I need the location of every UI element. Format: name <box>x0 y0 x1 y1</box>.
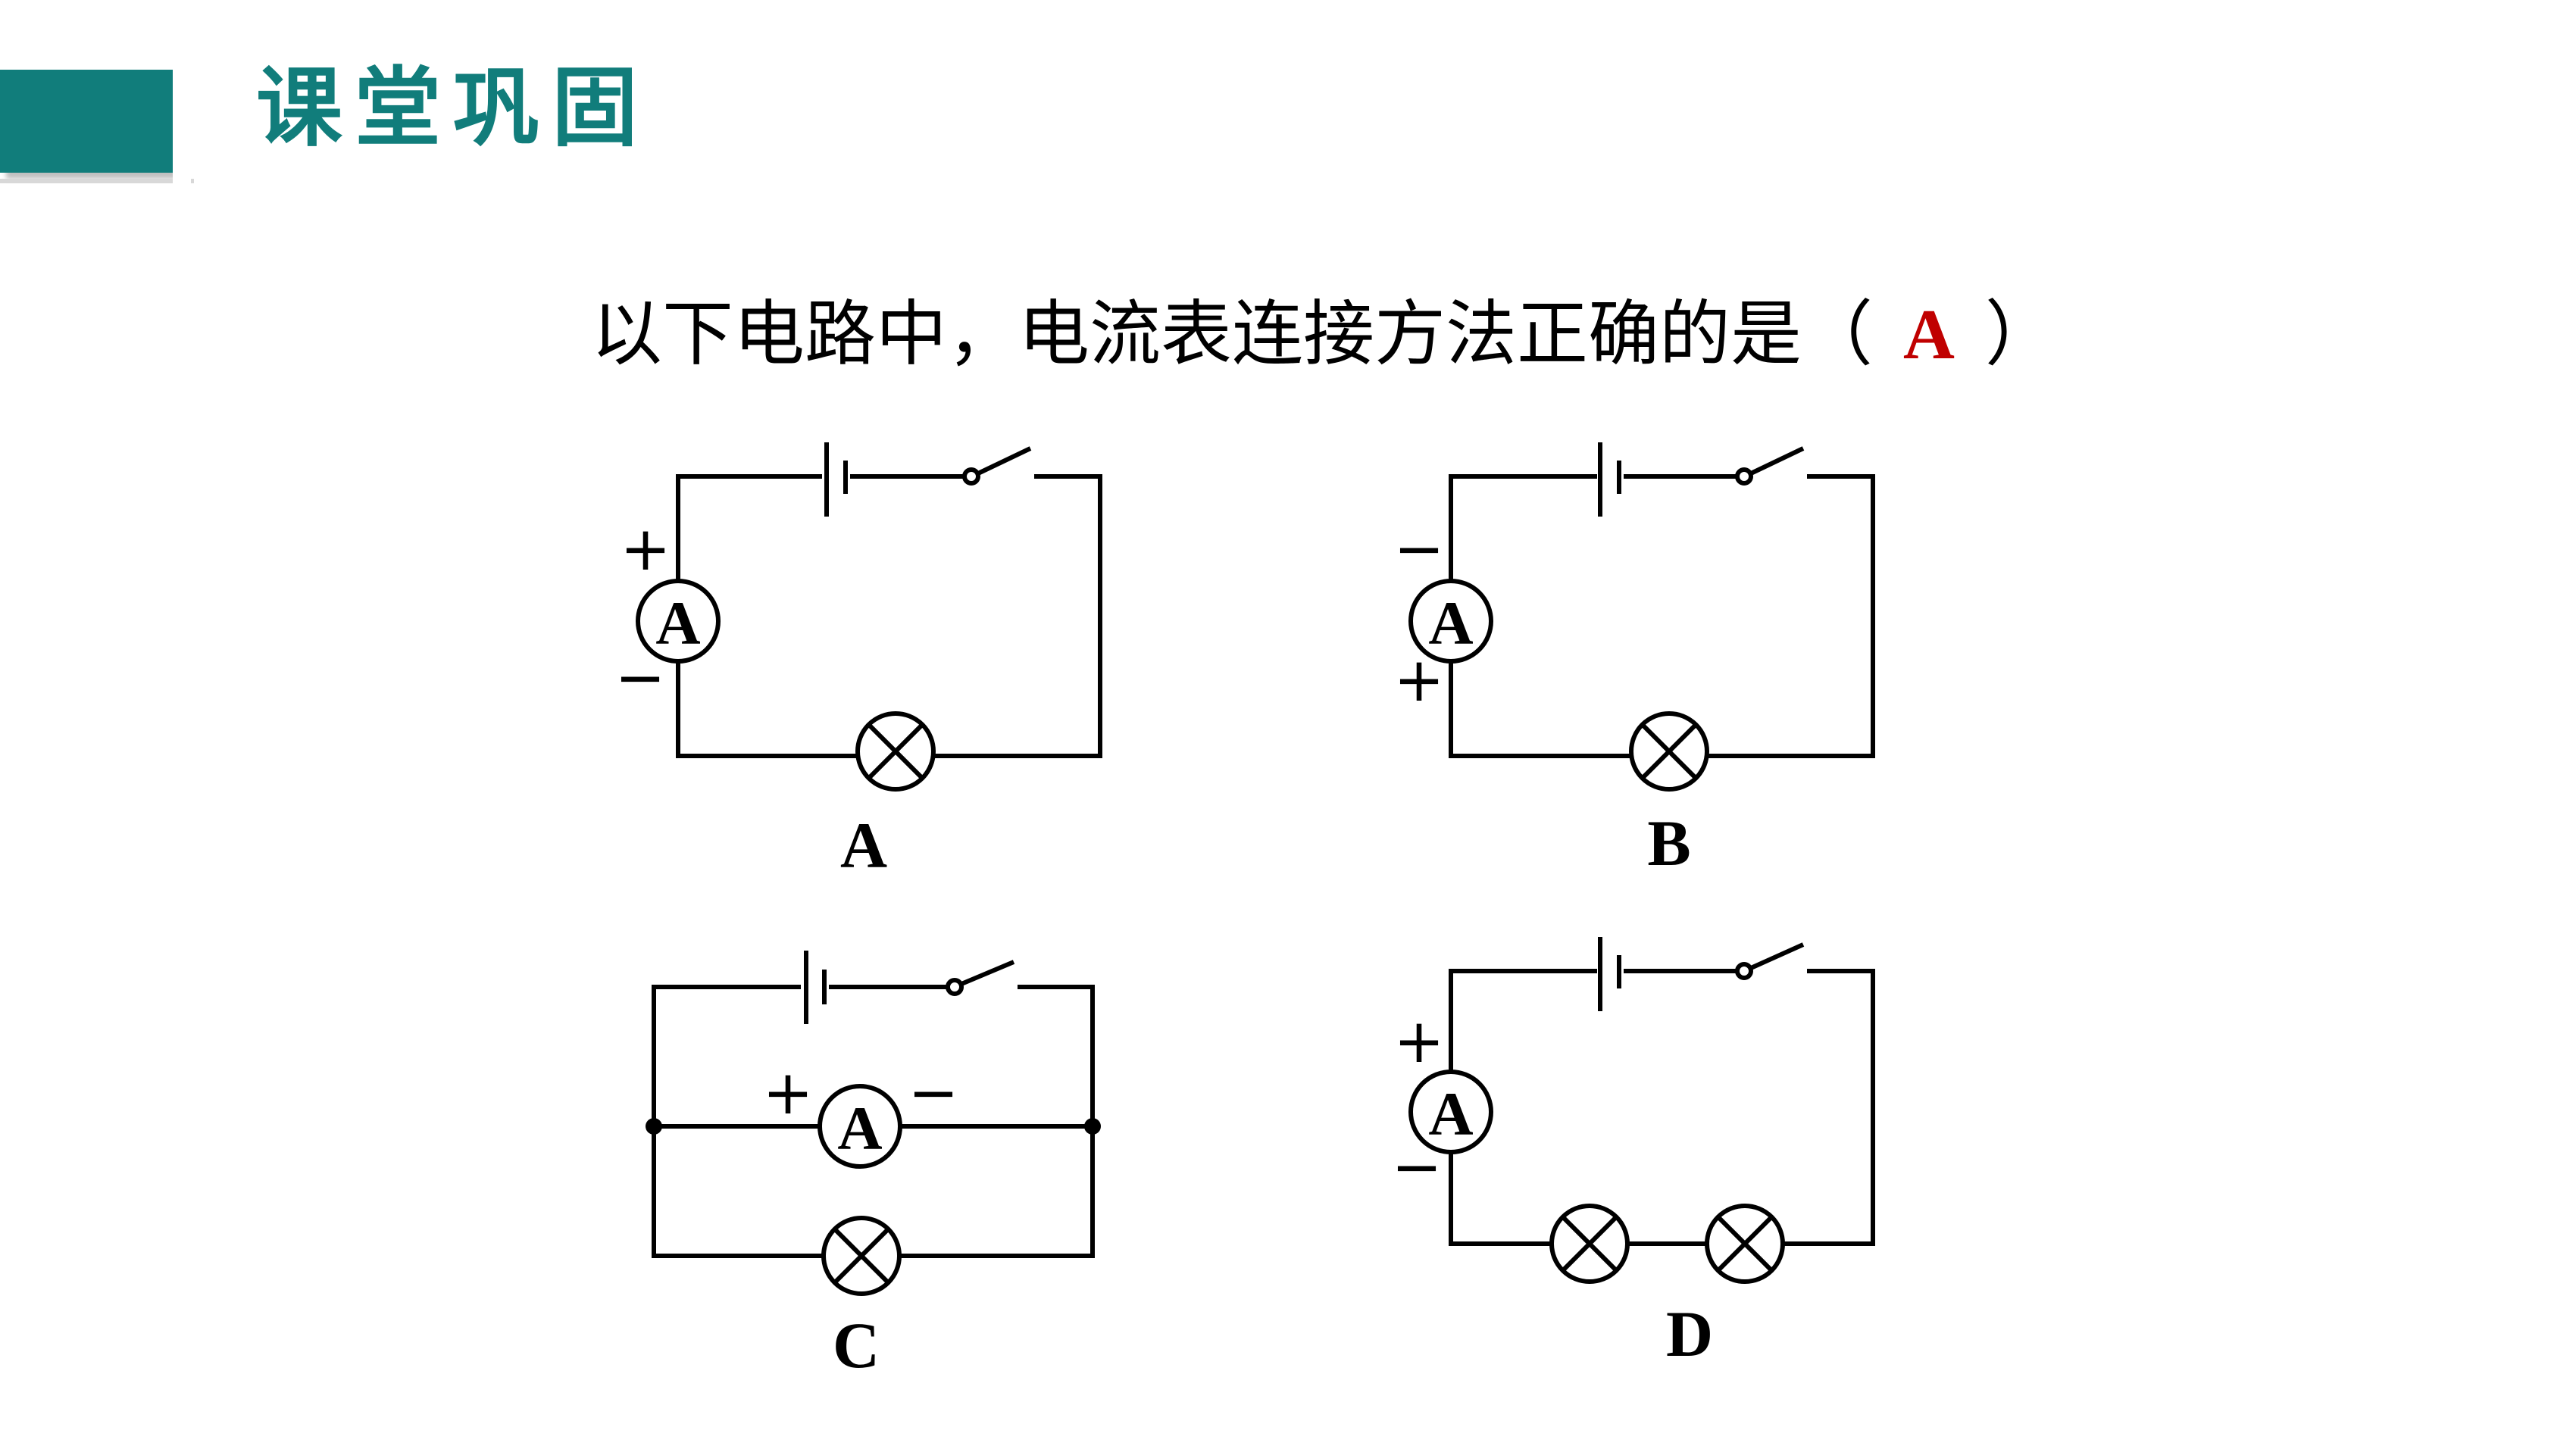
lamp-cross <box>1640 723 1698 780</box>
wire <box>1449 1154 1552 1246</box>
wire <box>1449 969 1597 1070</box>
lamp-cross <box>833 1227 890 1285</box>
switch-pivot <box>962 467 980 486</box>
switch-blade <box>977 446 1032 476</box>
ammeter-letter: A <box>837 1094 882 1163</box>
circuit-c: A + − C <box>646 951 1101 1382</box>
ammeter-letter: A <box>1428 1079 1473 1148</box>
circuit-label: D <box>1666 1298 1713 1370</box>
switch-blade <box>1749 942 1805 970</box>
ammeter-icon <box>818 1084 902 1169</box>
circuit-b: A − + B <box>1393 442 1875 879</box>
switch-pivot <box>1735 962 1753 980</box>
ammeter-icon <box>1408 579 1493 664</box>
header-gap <box>173 70 191 188</box>
question-answer: A <box>1903 295 1955 374</box>
lamp-cross <box>1561 1215 1618 1273</box>
switch-pivot <box>946 978 964 996</box>
lamp-cross <box>1716 1215 1774 1273</box>
ammeter-icon <box>636 579 721 664</box>
minus-sign: − <box>908 1057 958 1128</box>
minus-sign: − <box>1391 1132 1442 1202</box>
ammeter-letter: A <box>655 589 700 657</box>
switch-blade <box>1749 446 1805 476</box>
question-suffix: ） <box>1984 293 2056 376</box>
plus-sign: + <box>620 514 671 584</box>
circuit-label: A <box>840 809 887 882</box>
plus-sign: + <box>1393 645 1444 715</box>
ammeter-letter: A <box>1428 589 1473 657</box>
plus-sign: + <box>1393 1006 1444 1076</box>
switch-pivot <box>1735 467 1753 486</box>
header-underline <box>0 179 194 183</box>
question-text: 以下电路中，电流表连接方法正确的是（ A ） <box>591 295 2056 374</box>
wire <box>1707 474 1875 758</box>
wire <box>1449 474 1597 579</box>
circuit-a: A + − A <box>614 442 1102 882</box>
circuit-d: A + − D <box>1391 937 1875 1370</box>
minus-sign: − <box>1393 514 1444 584</box>
lamp-cross <box>867 723 924 780</box>
wire <box>1783 969 1875 1246</box>
page-title: 课堂巩固 <box>256 58 651 158</box>
question-prefix: 以下电路中，电流表连接方法正确的是（ <box>591 293 1874 376</box>
junction-node <box>646 1118 662 1135</box>
header-accent-bar <box>0 70 173 173</box>
circuit-label: C <box>833 1309 880 1382</box>
ammeter-icon <box>1408 1070 1493 1154</box>
wire <box>1449 663 1631 758</box>
switch-blade <box>960 960 1015 986</box>
plus-sign: + <box>762 1057 813 1128</box>
wire <box>676 663 858 758</box>
wire <box>933 474 1102 758</box>
junction-node <box>1084 1118 1101 1135</box>
circuit-label: B <box>1647 807 1690 879</box>
wire <box>676 474 822 579</box>
minus-sign: − <box>614 642 665 713</box>
